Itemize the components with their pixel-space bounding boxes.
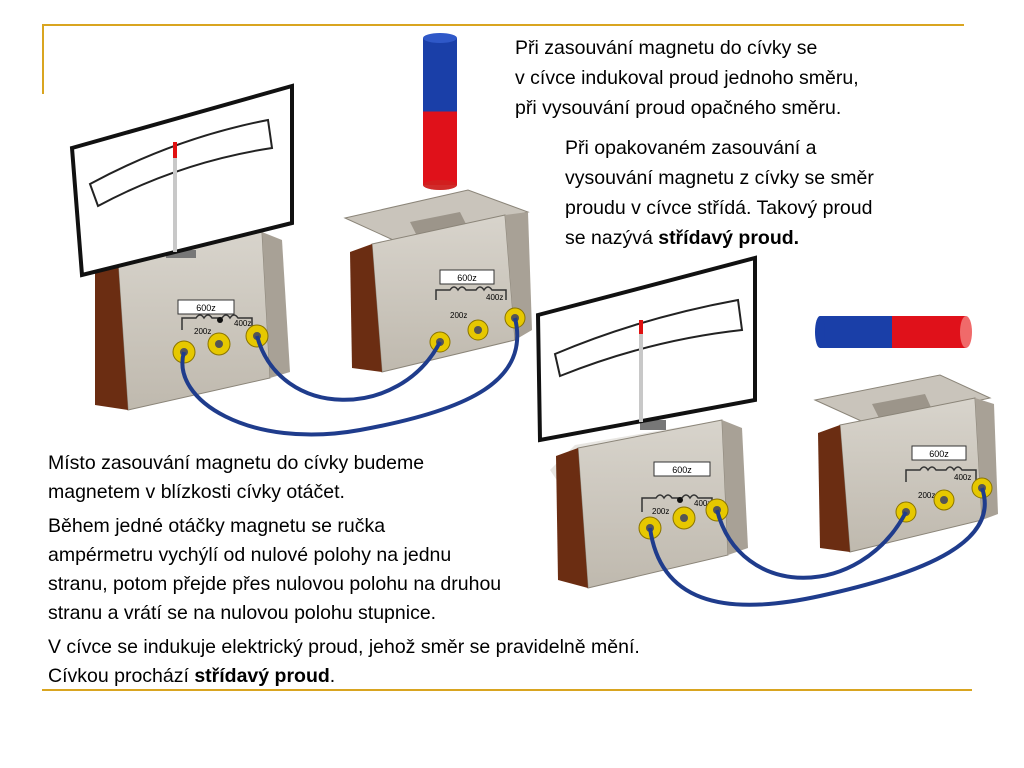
text-fragment: se nazývá (565, 227, 659, 249)
text-fragment: . (329, 665, 336, 687)
wire-1b (255, 335, 442, 402)
wire-1a (180, 317, 520, 437)
wire-2b (715, 509, 908, 580)
text-line: vysouvání magnetu z cívky se směr (565, 167, 874, 189)
text-line: stranu a vrátí se na nulovou polohu stup… (48, 602, 437, 624)
paragraph-alternating-definition: Při opakovaném zasouvání a vysouvání mag… (565, 133, 874, 253)
text-fragment: Cívkou prochází (48, 665, 195, 687)
coil-label-400z-1: 400z (234, 319, 251, 328)
text-line: se nazývá střídavý proud. (565, 223, 874, 253)
text-line: ampérmetru vychýlí od nulové polohy na j… (48, 544, 452, 566)
bold-term: střídavý proud (194, 665, 330, 687)
coil-label-400z-3: 400z (694, 499, 711, 508)
left-rule (42, 24, 44, 94)
coil-label-600z-2: 600z (457, 273, 477, 283)
coil-label-200z-3: 200z (652, 507, 669, 516)
text-line: při vysouvání proud opačného směru. (515, 97, 842, 119)
text-line: stranu, potom přejde přes nulovou polohu… (48, 573, 502, 595)
paragraph-rotation: Místo zasouvání magnetu do cívky budeme … (48, 449, 424, 507)
text-line: Místo zasouvání magnetu do cívky budeme (48, 452, 425, 474)
coil-2: 600z 200z 400z (813, 374, 998, 553)
bar-magnet-horizontal (815, 316, 972, 348)
coil-label-600z-4: 600z (929, 449, 949, 459)
coil-label-600z-1: 600z (196, 303, 216, 313)
paragraph-conclusion: V cívce se indukuje elektrický proud, je… (48, 633, 640, 691)
top-rule (42, 24, 964, 26)
text-line: magnetem v blízkosti cívky otáčet. (48, 481, 345, 503)
text-line: Cívkou prochází střídavý proud. (48, 662, 640, 691)
paragraph-needle-movement: Během jedné otáčky magnetu se ručka ampé… (48, 512, 501, 628)
bottom-rule (42, 689, 972, 691)
text-line: V cívce se indukuje elektrický proud, je… (48, 636, 640, 658)
galvanometer-2: 600z 200z 400z (535, 255, 757, 589)
coil-label-200z-2: 200z (450, 311, 467, 320)
bold-term: střídavý proud. (658, 227, 800, 249)
text-line: Při opakovaném zasouvání a (565, 137, 817, 159)
coil-label-200z-1: 200z (194, 327, 211, 336)
coil-label-400z-4: 400z (954, 473, 971, 482)
text-line: v cívce indukoval proud jednoho směru, (515, 67, 859, 89)
text-line: Během jedné otáčky magnetu se ručka (48, 515, 386, 537)
wire-2a (648, 487, 987, 607)
text-line: Při zasouvání magnetu do cívky se (515, 37, 818, 59)
text-line: proudu v cívce střídá. Takový proud (565, 197, 873, 219)
bar-magnet-vertical (423, 33, 457, 190)
coil-label-600z-3: 600z (672, 465, 692, 475)
coil-1: 600z 200z 400z (343, 189, 532, 373)
coil-label-400z-2: 400z (486, 293, 503, 302)
paragraph-insertion-direction: Při zasouvání magnetu do cívky se v cívc… (515, 33, 859, 123)
coil-label-200z-4: 200z (918, 491, 935, 500)
galvanometer-1: 600z 200z 400z (69, 83, 294, 411)
